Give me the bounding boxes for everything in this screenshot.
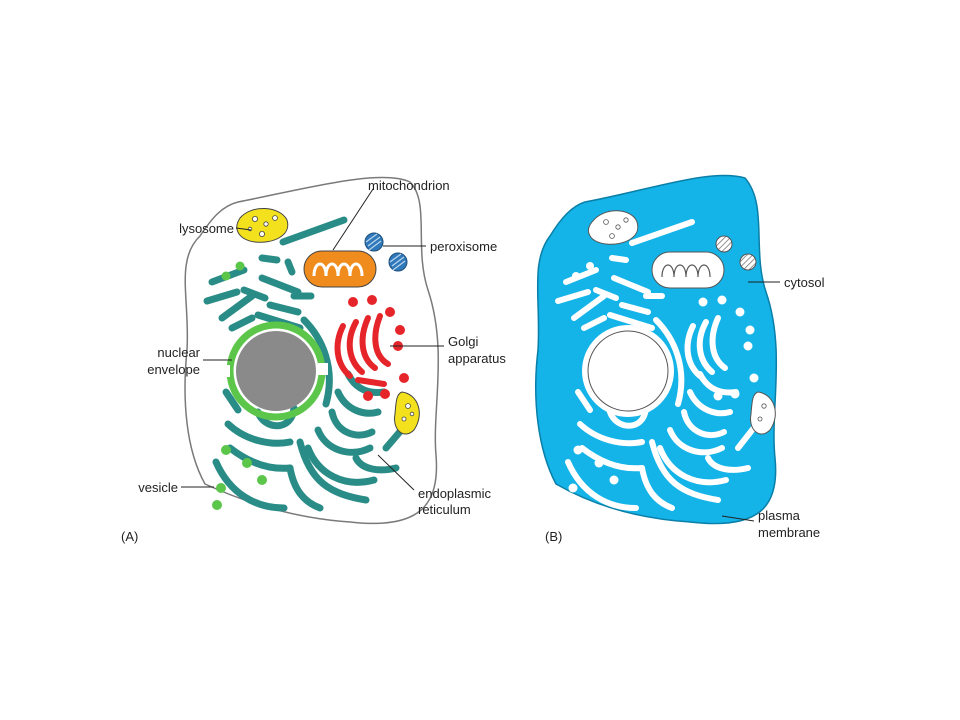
nucleus-b — [582, 325, 674, 417]
label-apparatus: apparatus — [448, 351, 506, 366]
panel-b: cytosol plasma membrane (B) — [535, 174, 825, 544]
label-vesicle: vesicle — [138, 480, 178, 495]
lysosome-a — [236, 208, 289, 243]
nucleus-a — [220, 321, 328, 421]
label-mitochondrion: mitochondrion — [368, 178, 450, 193]
panel-label-b: (B) — [545, 529, 562, 544]
lysosome-b — [588, 210, 639, 245]
panel-a: mitochondrion lysosome peroxisome nuclea… — [121, 176, 506, 544]
label-endoplasmic: endoplasmic — [418, 486, 491, 501]
label-cytosol: cytosol — [784, 275, 825, 290]
label-reticulum: reticulum — [418, 502, 471, 517]
label-envelope: envelope — [147, 362, 200, 377]
label-lysosome: lysosome — [179, 221, 234, 236]
mitochondrion-a — [303, 250, 377, 288]
label-membrane: membrane — [758, 525, 820, 540]
vesicles-b — [564, 262, 759, 510]
leader-lines-b — [721, 281, 780, 522]
er-a — [203, 216, 414, 512]
label-peroxisome: peroxisome — [430, 239, 497, 254]
peroxisome-b1 — [715, 235, 733, 253]
er-b — [555, 219, 763, 511]
label-plasma: plasma — [758, 508, 801, 523]
lysosome-a2 — [394, 391, 420, 435]
peroxisome-b2 — [739, 253, 757, 271]
golgi-a — [334, 295, 409, 401]
lysosome-b2 — [750, 391, 776, 435]
label-nuclear: nuclear — [157, 345, 200, 360]
mitochondrion-b — [651, 251, 725, 289]
panel-label-a: (A) — [121, 529, 138, 544]
leader-lines-a — [181, 188, 444, 491]
vesicles-a — [212, 261, 267, 510]
label-golgi: Golgi — [448, 334, 478, 349]
peroxisomes-a — [364, 232, 408, 272]
